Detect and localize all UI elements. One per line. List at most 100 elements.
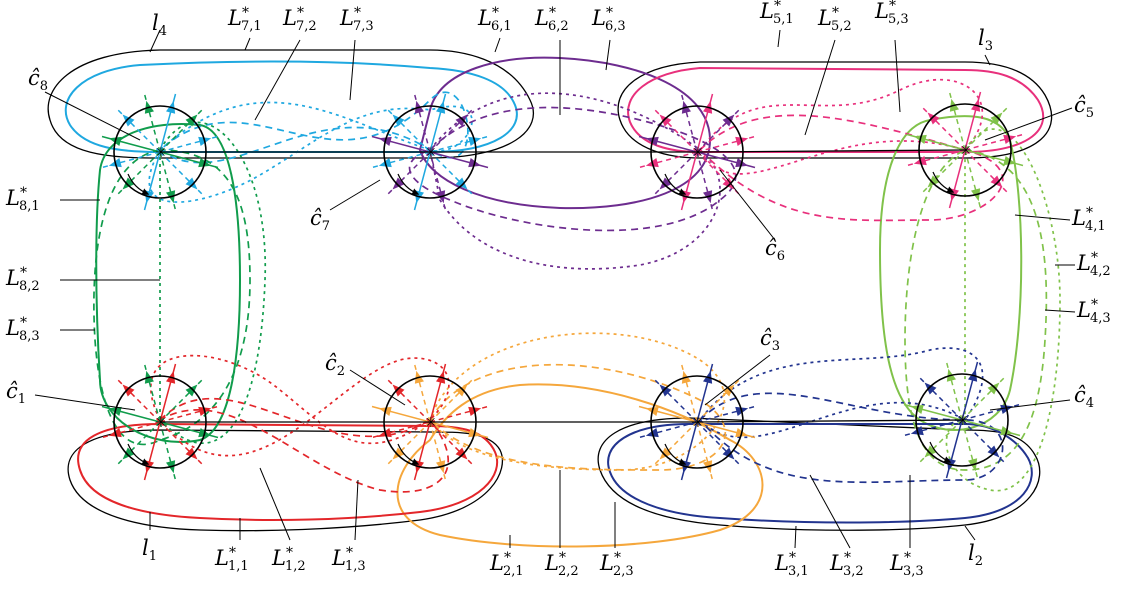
arrow-tip bbox=[392, 177, 405, 190]
spoke-line bbox=[159, 135, 219, 153]
label-L61: L*6,1 bbox=[477, 5, 512, 34]
label-l1: l1 bbox=[142, 536, 157, 564]
spoke-line bbox=[159, 151, 177, 211]
arrow-tip bbox=[987, 382, 1000, 395]
arrow-tip bbox=[122, 447, 135, 460]
label-c7: ĉ7 bbox=[310, 206, 330, 234]
label-L32: L*3,2 bbox=[829, 550, 864, 579]
curve-L71 bbox=[64, 60, 518, 153]
arrow-tip bbox=[659, 177, 672, 190]
arrow-tip bbox=[924, 445, 937, 458]
loop-l2 bbox=[597, 417, 1041, 531]
spoke-line bbox=[948, 91, 966, 151]
label-l2: l2 bbox=[968, 541, 983, 569]
label-L82: L*8,2 bbox=[5, 265, 40, 294]
arrow-tip bbox=[927, 112, 940, 125]
arrow-tip bbox=[927, 175, 940, 188]
label-L22: L*2,2 bbox=[544, 550, 579, 579]
curve-L22 bbox=[428, 363, 726, 471]
loop-l4 bbox=[47, 49, 535, 159]
arrow-tip bbox=[122, 384, 135, 397]
arrow-tip bbox=[122, 114, 135, 127]
label-L72: L*7,2 bbox=[282, 5, 317, 34]
label-L83: L*8,3 bbox=[5, 315, 40, 344]
arrow-tip bbox=[122, 177, 135, 190]
center-star-icon: ✳ bbox=[957, 413, 969, 429]
spoke-line bbox=[696, 421, 714, 481]
label-L31: L*3,1 bbox=[774, 550, 809, 579]
spoke-line bbox=[429, 135, 489, 153]
spoke-line bbox=[696, 135, 756, 153]
label-L12: L*1,2 bbox=[271, 545, 306, 574]
label-c5: ĉ5 bbox=[1074, 93, 1094, 121]
spoke-line bbox=[159, 421, 177, 481]
spoke-line bbox=[964, 149, 982, 209]
rotation-arrow bbox=[127, 173, 150, 196]
arrow-tip bbox=[185, 177, 198, 190]
label-L42: L*4,2 bbox=[1076, 250, 1111, 279]
arrow-tip bbox=[722, 177, 735, 190]
center-star-icon: ✳ bbox=[692, 145, 704, 161]
arrow-tip bbox=[455, 177, 468, 190]
rotation-arrow bbox=[397, 443, 420, 466]
spoke-line bbox=[143, 93, 161, 153]
label-c2: ĉ2 bbox=[325, 351, 345, 379]
label-L41: L*4,1 bbox=[1071, 205, 1106, 234]
spoke-line bbox=[680, 363, 698, 423]
curve-L21 bbox=[396, 383, 764, 548]
horizontal-edge bbox=[696, 419, 963, 423]
label-L52: L*5,2 bbox=[817, 5, 852, 34]
rotation-arrow bbox=[127, 443, 150, 466]
curve-L43 bbox=[945, 128, 1061, 492]
spoke-line bbox=[945, 361, 963, 421]
center-star-icon: ✳ bbox=[425, 415, 437, 431]
label-c8: ĉ8 bbox=[28, 66, 48, 94]
rotation-arrow bbox=[932, 171, 955, 194]
arrow-tip bbox=[455, 447, 468, 460]
label-L62: L*6,2 bbox=[534, 5, 569, 34]
arrow-tip bbox=[185, 384, 198, 397]
loop-l3 bbox=[617, 61, 1053, 159]
spoke-line bbox=[961, 419, 979, 479]
rotation-arrow bbox=[929, 441, 952, 464]
spoke-line bbox=[429, 151, 447, 211]
curve-L63 bbox=[429, 92, 721, 270]
arrow-tip bbox=[659, 447, 672, 460]
label-l4: l4 bbox=[152, 11, 167, 39]
spoke-line bbox=[143, 363, 161, 423]
label-c3: ĉ3 bbox=[760, 326, 780, 354]
center-star-icon: ✳ bbox=[155, 145, 167, 161]
spoke-line bbox=[638, 151, 698, 169]
spoke-line bbox=[101, 151, 161, 169]
curve-L81 bbox=[95, 123, 242, 443]
rotation-arrow bbox=[664, 443, 687, 466]
label-L23: L*2,3 bbox=[599, 550, 634, 579]
spoke-line bbox=[696, 151, 714, 211]
spoke-line bbox=[159, 405, 219, 423]
arrow-tip bbox=[990, 112, 1003, 125]
label-L63: L*6,3 bbox=[591, 5, 626, 34]
center-star-icon: ✳ bbox=[425, 145, 437, 161]
rotation-arrow bbox=[664, 173, 687, 196]
spoke-line bbox=[696, 405, 756, 423]
arrow-tip bbox=[392, 114, 405, 127]
spoke-line bbox=[680, 93, 698, 153]
horizontal-edge bbox=[696, 149, 966, 153]
curve-L11 bbox=[77, 422, 499, 521]
arrow-tip bbox=[185, 447, 198, 460]
spoke-line bbox=[906, 149, 966, 167]
arrow-tip bbox=[924, 382, 937, 395]
label-L43: L*4,3 bbox=[1076, 297, 1111, 326]
spoke-line bbox=[961, 403, 1021, 421]
center-star-icon: ✳ bbox=[692, 415, 704, 431]
arrow-tip bbox=[659, 114, 672, 127]
arrow-tip bbox=[455, 114, 468, 127]
spoke-line bbox=[638, 421, 698, 439]
spoke-line bbox=[903, 419, 963, 437]
arrow-tip bbox=[455, 384, 468, 397]
label-L71: L*7,1 bbox=[227, 5, 262, 34]
label-L81: L*8,1 bbox=[5, 185, 40, 214]
label-l3: l3 bbox=[978, 26, 993, 54]
arrow-tip bbox=[722, 114, 735, 127]
